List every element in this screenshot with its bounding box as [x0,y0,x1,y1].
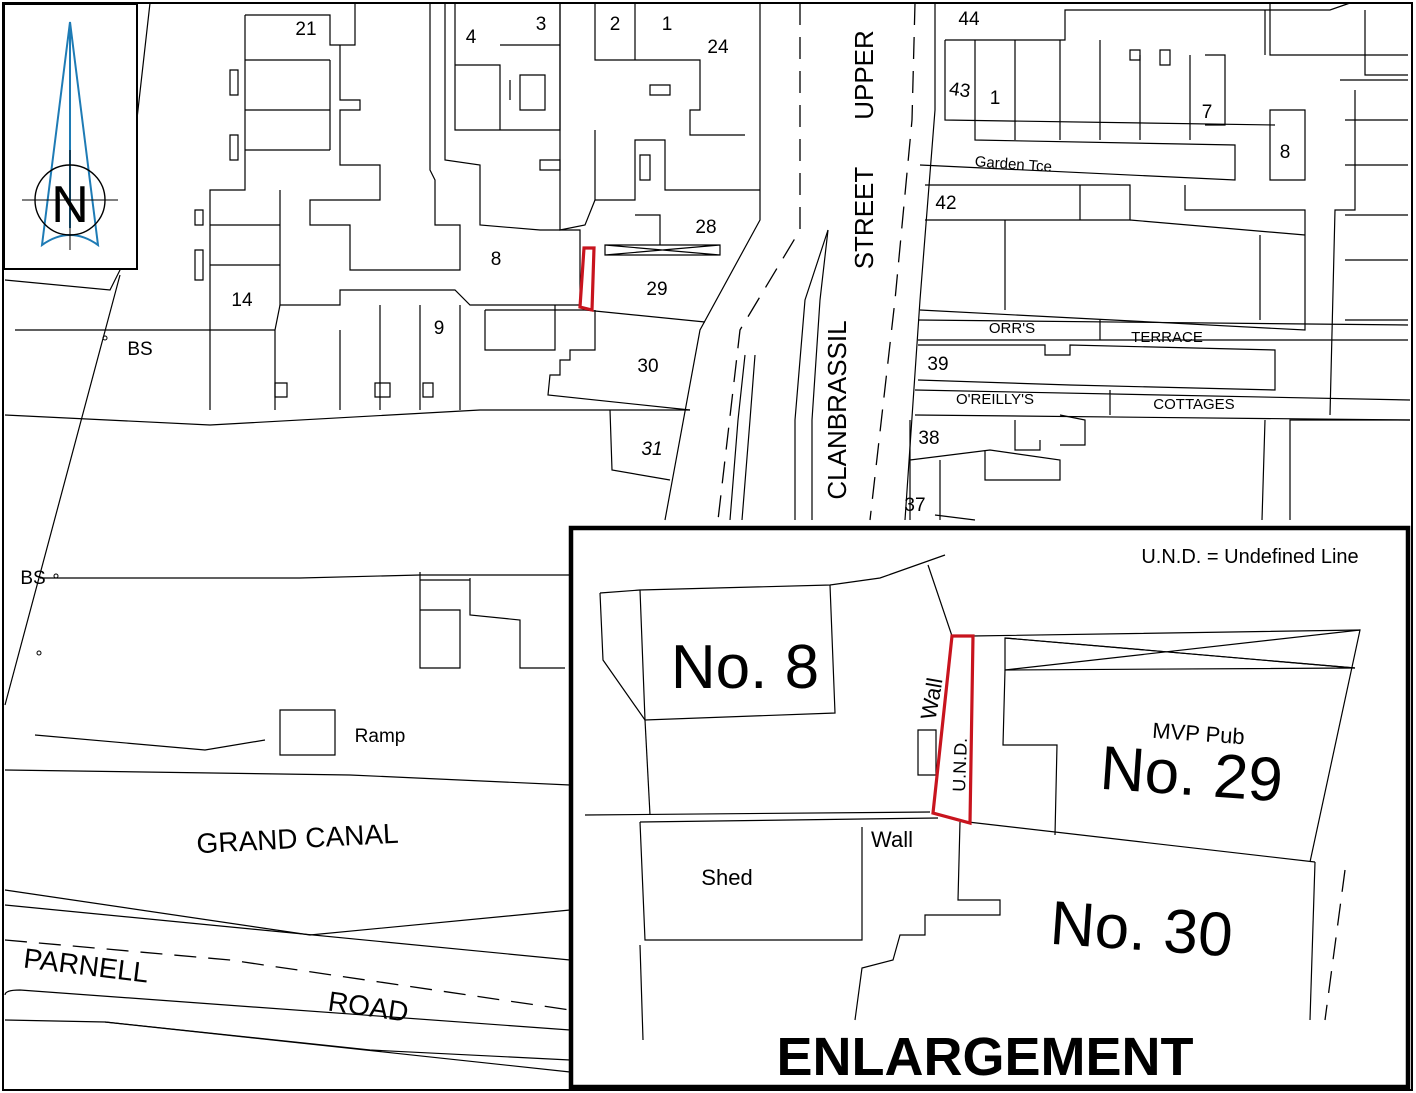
street-label-street: STREET [849,167,879,270]
house-number: 44 [958,9,980,30]
house-number: 24 [707,37,729,58]
house-number: 37 [904,495,925,516]
label-und: U.N.D. [949,737,971,792]
label-no29: No. 29 [1098,734,1285,816]
house-number: 7 [1202,102,1213,123]
bench-mark-label: BS [20,568,45,589]
house-number: 4 [466,27,477,48]
house-number: 14 [231,290,253,311]
house-number: 1 [662,14,673,35]
house-number: 42 [935,193,956,214]
street-label: TERRACE [1131,329,1203,346]
house-number: 31 [641,439,662,460]
house-number: 8 [1280,142,1291,163]
legend-text: U.N.D. = Undefined Line [1141,546,1358,568]
house-number: 30 [637,356,658,377]
house-number: 3 [536,14,547,35]
house-number: 2 [610,14,621,35]
north-arrow-panel: N [3,3,138,270]
enlargement-title: ENLARGEMENT [777,1027,1194,1087]
label-no8: No. 8 [671,633,819,702]
label-shed: Shed [701,865,752,890]
enlargement-inset: U.N.D. = Undefined Line No. 8 MVP Pub No… [568,525,1411,1090]
house-number: 39 [927,354,948,375]
house-number: 43 [948,79,972,103]
street-label-upper: UPPER [849,30,879,120]
house-number: 8 [491,249,502,270]
house-number: 9 [434,318,445,339]
street-label: Garden Tce [974,153,1052,175]
label-no30: No. 30 [1048,889,1235,971]
house-number: 29 [646,279,667,300]
street-label-clanbrassil: CLANBRASSIL [822,320,852,499]
north-letter: N [51,176,89,234]
bench-mark-label: BS [127,339,152,360]
ramp-label: Ramp [355,726,406,747]
house-number: 38 [918,428,939,449]
enlargement-linework [584,554,1361,1041]
street-label: O'REILLY'S [956,391,1034,408]
house-number: 28 [695,217,716,238]
street-label: COTTAGES [1153,396,1234,413]
street-label: ORR'S [989,320,1035,337]
house-number: 1 [990,88,1001,109]
house-number: 21 [295,19,316,40]
label-wall-horizontal: Wall [871,827,913,852]
map-linework [4,2,1411,1073]
